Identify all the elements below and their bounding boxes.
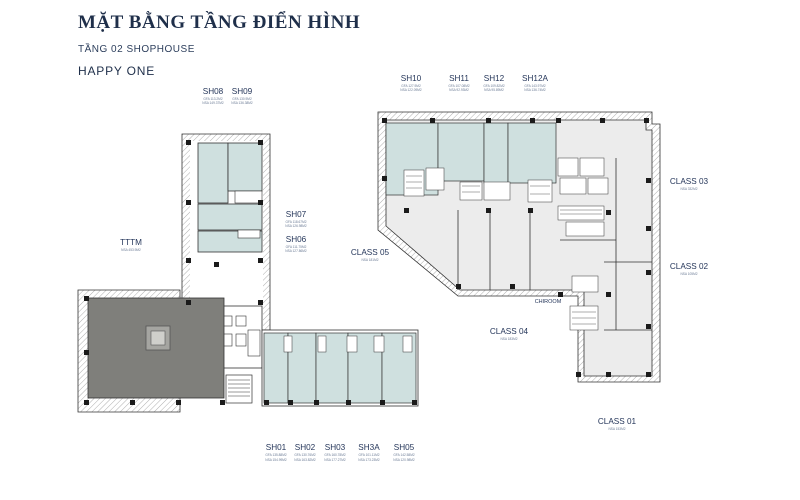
units-tttm-name: TTTM [120, 238, 142, 247]
label-sh12: SH12 GFA 109.82M2 NSA 95.89M2 [483, 74, 504, 92]
left-columns [84, 140, 417, 405]
label-sh12a: SH12A GFA 143.97M2 NSA 136.74M2 [522, 74, 548, 92]
units-sh06-line1: GFA 111.75M2 [286, 245, 307, 249]
units-sh07-line1: GFA 118.67M2 [285, 220, 306, 224]
sh12-area [483, 122, 509, 184]
units-sh02-name: SH02 [295, 443, 316, 452]
units-sh01-name: SH01 [266, 443, 287, 452]
label-sh02: SH02 GFA 130.76M2 NSA 163.82M2 [294, 443, 316, 462]
units-class05-name: CLASS 05 [351, 248, 390, 257]
units-sh09-line2: NSA 136.38M2 [231, 101, 253, 105]
label-sh11: SH11 GFA 107.08M2 NSA 92.93M2 [448, 74, 469, 92]
units-sh11-line2: NSA 92.93M2 [449, 88, 469, 92]
units-sh11-line1: GFA 107.08M2 [448, 84, 469, 88]
units-sh06-name: SH06 [286, 235, 307, 244]
label-class01: CLASS 01 NSA 153M2 [598, 417, 637, 431]
units-class05-line1: NSA 181M2 [361, 258, 378, 262]
units-sh08-name: SH08 [203, 87, 224, 96]
right-columns [382, 118, 651, 377]
label-sh10: SH10 GFA 127.9M2 NSA 122.09M2 [400, 74, 422, 92]
units-sh07-name: SH07 [286, 210, 307, 219]
units-sh3a-name: SH3A [358, 443, 380, 452]
sh12a-area [507, 122, 557, 184]
label-class05: CLASS 05 NSA 181M2 [351, 248, 390, 262]
units-class02-line1: NSA 105M2 [680, 272, 697, 276]
sh09-area [227, 142, 263, 192]
units-sh10-name: SH10 [401, 74, 422, 83]
units-sh08-line1: GFA 113.2M2 [203, 97, 222, 101]
units-sh3a-line2: NSA 173.23M2 [358, 458, 380, 462]
left-core-1 [234, 190, 263, 204]
units-sh02-line2: NSA 163.82M2 [294, 458, 316, 462]
units-sh08-line2: NSA 149.37M2 [202, 101, 224, 105]
units-sh10-line2: NSA 122.09M2 [400, 88, 422, 92]
right-building [377, 111, 661, 383]
floor-subtitle: TẦNG 02 SHOPHOUSE [78, 44, 195, 55]
units-sh12-line2: NSA 95.89M2 [484, 88, 504, 92]
units-class01-line1: NSA 153M2 [608, 427, 625, 431]
units-sh03-name: SH03 [325, 443, 346, 452]
label-class02: CLASS 02 NSA 105M2 [670, 262, 709, 276]
units-sh05-line1: GFA 142.58M2 [393, 453, 414, 457]
left-building [77, 133, 419, 413]
label-sh07: SH07 GFA 118.67M2 NSA 126.98M2 [285, 210, 307, 228]
label-sh08: SH08 GFA 113.2M2 NSA 149.37M2 [202, 87, 224, 105]
units-sh12a-line1: GFA 143.97M2 [524, 84, 545, 88]
labels: SH08 GFA 113.2M2 NSA 149.37M2 SH09 GFA 1… [120, 74, 708, 462]
units-sh10-line1: GFA 127.9M2 [401, 84, 421, 88]
sh11-area [437, 122, 485, 182]
units-sh09-name: SH09 [232, 87, 253, 96]
bottom-row-stairs [283, 335, 413, 353]
label-class03: CLASS 03 NSA 332M2 [670, 177, 709, 191]
label-sh09: SH09 GFA 130.9M2 NSA 136.38M2 [231, 87, 253, 105]
units-sh12-line1: GFA 109.82M2 [483, 84, 504, 88]
units-sh09-line1: GFA 130.9M2 [232, 97, 252, 101]
left-core-2 [237, 229, 261, 239]
label-class04: CLASS 04 NSA 183M2 [490, 327, 529, 341]
left-stair-lower [225, 374, 253, 404]
sh07-area [197, 203, 263, 231]
units-sh06-line2: NSA 127.86M2 [285, 249, 307, 253]
class-partitions [457, 158, 652, 331]
units-sh12-name: SH12 [484, 74, 505, 83]
label-tttm: TTTM NSA 453.9M2 [120, 238, 142, 252]
label-chiroom: CHIROOM [535, 299, 562, 305]
label-sh3a: SH3A GFA 101.11M2 NSA 173.23M2 [358, 443, 380, 462]
page-title: MẶT BẰNG TẦNG ĐIỂN HÌNH [78, 12, 361, 33]
units-sh05-name: SH05 [394, 443, 415, 452]
units-class04-name: CLASS 04 [490, 327, 529, 336]
units-sh02-line1: GFA 130.76M2 [294, 453, 315, 457]
project-name: HAPPY ONE [78, 64, 156, 78]
label-sh01: SH01 GFA 135.88M2 NSA 154.99M2 [265, 443, 287, 462]
label-sh03: SH03 GFA 160.78M2 NSA 177.27M2 [324, 443, 346, 462]
units-sh12a-name: SH12A [522, 74, 548, 83]
units-class01-name: CLASS 01 [598, 417, 637, 426]
label-sh05: SH05 GFA 142.58M2 NSA 120.98M2 [393, 443, 415, 462]
sh08-area [197, 142, 229, 204]
units-class04-line1: NSA 183M2 [500, 337, 517, 341]
units-class02-name: CLASS 02 [670, 262, 709, 271]
units-sh03-line1: GFA 160.78M2 [324, 453, 345, 457]
units-sh12a-line2: NSA 136.74M2 [524, 88, 546, 92]
units-class03-name: CLASS 03 [670, 177, 709, 186]
units-class03-line1: NSA 332M2 [680, 187, 697, 191]
sh02-area [287, 332, 317, 404]
units-sh01-line2: NSA 154.99M2 [265, 458, 287, 462]
label-sh06: SH06 GFA 111.75M2 NSA 127.86M2 [285, 235, 307, 253]
units-sh01-line1: GFA 135.88M2 [265, 453, 286, 457]
units-sh03-line2: NSA 177.27M2 [324, 458, 346, 462]
units-tttm-line1: NSA 453.9M2 [121, 248, 141, 252]
units-sh3a-line1: GFA 101.11M2 [358, 453, 379, 457]
units-sh05-line2: NSA 120.98M2 [393, 458, 415, 462]
units-sh07-line2: NSA 126.98M2 [285, 224, 307, 228]
units-sh11-name: SH11 [449, 74, 469, 83]
